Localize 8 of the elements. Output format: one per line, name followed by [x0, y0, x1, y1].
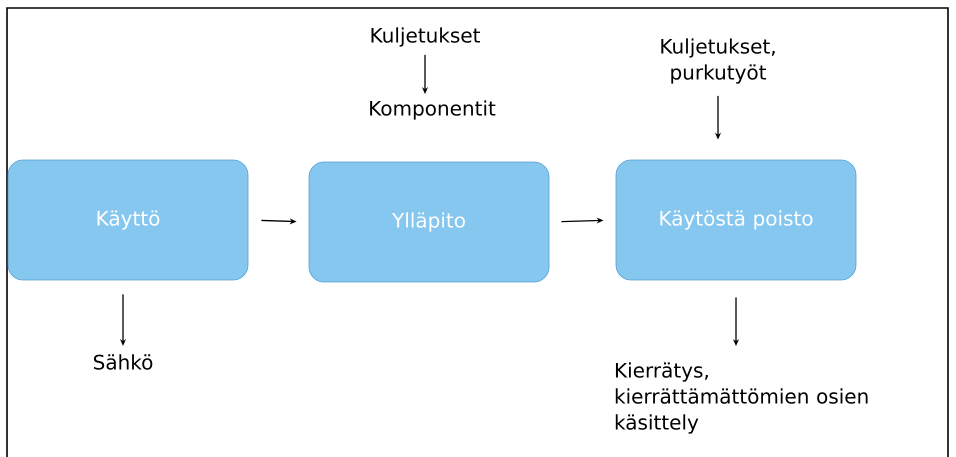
- text-label: Kuljetukset: [372, 27, 480, 47]
- text-label: Kuljetukset, purkutyöt: [661, 38, 775, 84]
- text-label: Kierrätys, kierrättämättömien osien käsittely: [616, 362, 868, 434]
- process-box: Ylläpito: [308, 162, 550, 282]
- process-box: Käytöstä poisto: [616, 160, 856, 280]
- text-label: Sähkö: [94, 354, 152, 370]
- text-label: Komponentit: [370, 100, 496, 120]
- process-box: Käyttö: [8, 160, 248, 280]
